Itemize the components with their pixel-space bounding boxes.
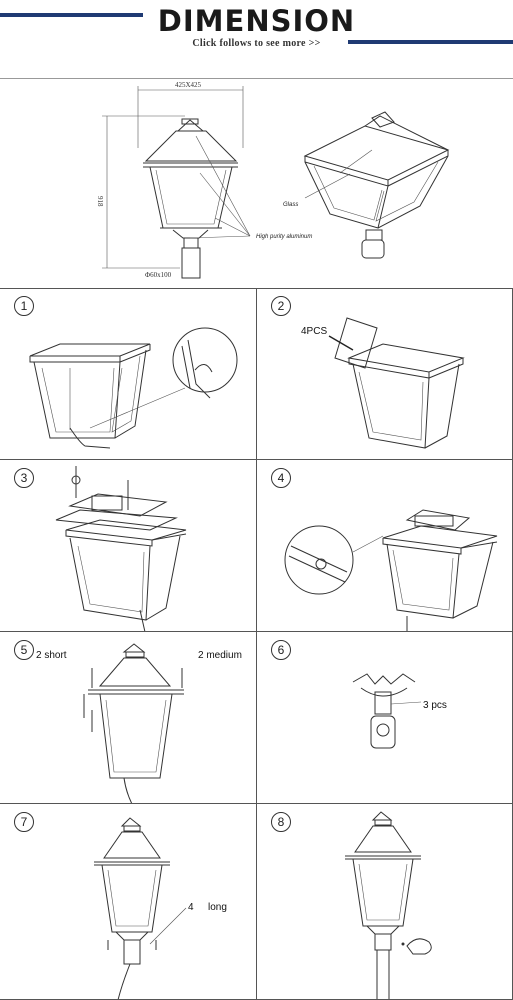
step-6-label: 3 pcs: [423, 700, 447, 711]
see-more-link[interactable]: Click follows to see more >>: [192, 38, 321, 49]
step-2-label: 4PCS: [301, 326, 328, 337]
header-divider: [0, 78, 513, 79]
lamp-isometric-view: [303, 111, 450, 259]
header-bar-right: [348, 40, 513, 44]
base-dimension-label: Φ60x100: [145, 271, 172, 279]
step-7-label-count: 4: [188, 902, 194, 913]
step-5: 5 2 short 2 medium: [0, 632, 257, 804]
page-title: DIMENSION: [157, 4, 356, 38]
step-number: 5: [14, 640, 34, 660]
header-bar-left: [0, 13, 143, 17]
step-4: 4: [257, 460, 513, 632]
dimension-drawing: 425X425 918 Φ60x100 Glass High purity al…: [0, 78, 513, 288]
step-number: 1: [14, 296, 34, 316]
height-dimension-label: 918: [96, 196, 104, 207]
step-7: 7 4 long: [0, 804, 257, 1000]
step-number: 4: [271, 468, 291, 488]
step-number: 7: [14, 812, 34, 832]
step-2: 2 4PCS: [257, 288, 513, 460]
width-dimension-label: 425X425: [175, 81, 202, 89]
aluminum-label: High purity aluminum: [256, 234, 312, 240]
step-5-label-short: 2 short: [36, 650, 67, 661]
installation-steps: 1 2 4PCS: [0, 288, 513, 1000]
step-3: 3: [0, 460, 257, 632]
step-number: 6: [271, 640, 291, 660]
step-5-label-medium: 2 medium: [198, 650, 242, 661]
step-number: 8: [271, 812, 291, 832]
step-8: 8: [257, 804, 513, 1000]
step-number: 3: [14, 468, 34, 488]
step-number: 2: [271, 296, 291, 316]
step-6: 6 3 pcs: [257, 632, 513, 804]
lamp-front-view: [102, 86, 244, 279]
step-1: 1: [0, 288, 257, 460]
step-7-label-long: long: [208, 902, 227, 913]
glass-label: Glass: [283, 202, 298, 208]
